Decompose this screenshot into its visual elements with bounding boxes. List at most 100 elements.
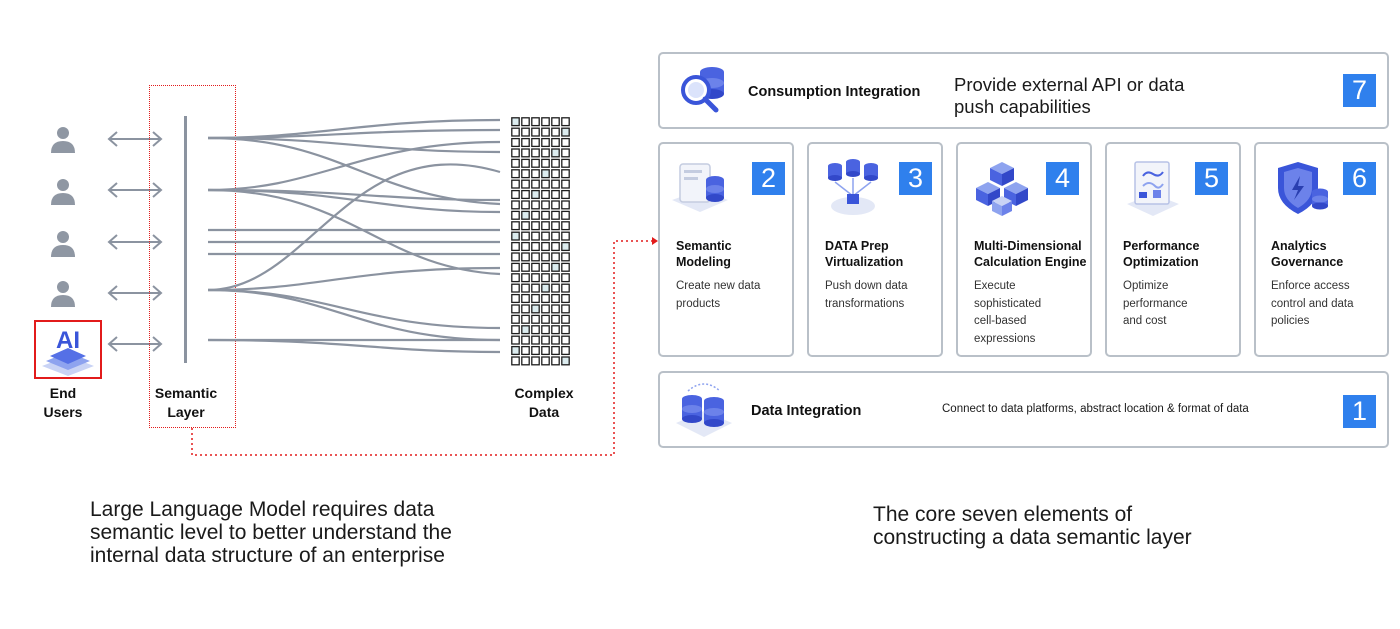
data-grid-cell [521,179,530,189]
semantic-layer-label-line: Layer [167,404,205,420]
data-grid-cell [561,210,570,220]
card-desc-line: cell-based [974,315,1027,327]
data-grid-cell [541,148,550,158]
element-number-badge: 2 [752,162,785,195]
bidirectional-arrow-icon [107,131,163,147]
data-grid-cell [561,241,570,252]
data-grid-cell [511,304,520,314]
data-grid-cell [521,293,530,304]
data-grid-cell [561,179,570,189]
card-title: Semantic Modeling [676,238,732,270]
card-desc-line: control and data [1271,297,1354,310]
data-grid-cell [561,252,570,262]
data-grid-cell [511,356,520,366]
caption-line: semantic level to better understand the [90,521,452,544]
card-desc-line: Execute [974,280,1016,292]
card-title-line: Governance [1271,255,1344,269]
semantic-layer-bar [184,116,187,363]
card-desc-line: products [676,297,721,310]
end-users-label-line: Users [43,404,83,420]
data-grid-cell [511,189,520,200]
data-grid-cell [541,189,550,200]
data-grid-cell [521,252,530,262]
analytics-governance-card: 6 Analytics Governance Enforce access co… [1254,142,1389,357]
data-grid-cell [511,221,520,231]
data-grid-cell [561,304,570,314]
caption-line: constructing a data semantic layer [873,526,1192,549]
end-users-label-line: End [49,385,77,401]
data-grid-cell [561,356,570,366]
data-grid-cell [561,158,570,168]
data-grid-cell [511,335,520,345]
data-grid-cell [521,221,530,231]
data-grid-cell [541,293,550,304]
data-grid-cell [531,231,540,241]
data-grid-cell [521,231,530,241]
data-grid-cell [511,252,520,262]
data-grid-cell [511,262,520,272]
data-grid-cell [511,169,520,179]
user-icon [51,231,75,257]
data-grid-cell [551,262,560,272]
data-grid-cell [561,293,570,304]
bidirectional-arrow-icon [107,336,163,352]
data-grid-cell [551,293,560,304]
data-grid-cell [561,137,570,148]
data-grid-cell [521,304,530,314]
data-grid-cell [551,200,560,210]
data-grid-cell [521,273,530,283]
data-grid-cell [561,169,570,179]
element-number-badge: 6 [1343,162,1376,195]
card-title-line: Analytics [1271,239,1327,253]
complex-data-grid [511,117,570,366]
card-description: Push down data transformations [825,278,907,313]
data-grid-cell [531,200,540,210]
data-grid-cell [551,304,560,314]
data-grid-cell [531,345,540,356]
data-grid-cell [531,304,540,314]
data-grid-cell [511,345,520,356]
data-grid-cell [551,241,560,252]
data-grid-cell [551,356,560,366]
card-description: Enforce access control and data policies [1271,278,1353,331]
database-search-icon [681,67,724,113]
complex-data-label-line: Complex [514,385,574,401]
data-grid-cell [541,137,550,148]
data-grid-cell [531,127,540,137]
card-title-line: Semantic [676,239,732,253]
card-desc-line: Optimize [1123,280,1169,292]
data-grid-cell [531,169,540,179]
performance-icon [1127,161,1179,216]
ai-logo-box: AI [34,320,102,379]
card-desc-line: Push down data [825,280,908,292]
data-grid-cell [521,200,530,210]
data-integration-panel: Data Integration Connect to data platfor… [658,371,1389,448]
data-grid-cell [511,293,520,304]
data-grid-cell [511,200,520,210]
performance-optimization-card: 5 Performance Optimization Optimize perf… [1105,142,1241,357]
card-desc-line: expressions [974,332,1036,345]
data-grid-cell [551,148,560,158]
data-grid-cell [561,335,570,345]
card-title-line: Performance [1123,239,1200,253]
card-title-line: Calculation Engine [974,255,1087,269]
data-grid-cell [551,231,560,241]
data-grid-cell [531,148,540,158]
data-integration-desc: Connect to data platforms, abstract loca… [942,403,1249,415]
data-integration-title: Data Integration [751,403,862,419]
consumption-integration-title: Consumption Integration [748,84,921,100]
data-grid-cell [561,262,570,272]
right-caption: The core seven elements of constructing … [873,503,1192,549]
data-grid-cell [551,179,560,189]
card-title-line: DATA Prep [825,239,889,253]
data-grid-cell [531,241,540,252]
data-grid-cell [541,283,550,293]
card-desc-line: Enforce access [1271,280,1350,292]
data-prep-icon [828,159,878,215]
caption-line: Large Language Model requires data [90,498,435,521]
data-grid-cell [541,325,550,335]
data-grid-cell [521,241,530,252]
data-grid-cell [511,241,520,252]
data-grid-cell [531,273,540,283]
data-grid-cell [551,283,560,293]
